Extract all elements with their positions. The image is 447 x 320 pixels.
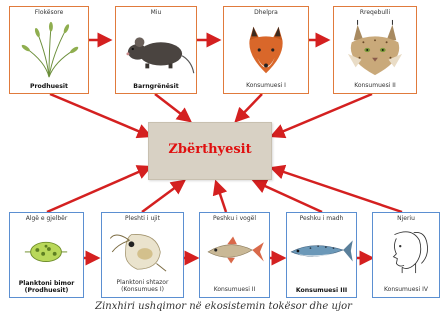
card-lynx: Rreqebulli Konsumuesi II (333, 6, 417, 94)
arrow-lynx-to-decomposers (272, 94, 372, 136)
arrow-smallfish-to-decomposers (216, 182, 226, 212)
card-small-fish: Peshku i vogël Konsumuesi II (199, 212, 270, 298)
mouse-icon (116, 19, 196, 79)
card-alga-bottom-line-1: Planktoni bimor (10, 280, 83, 287)
arrow-mouse-to-decomposers (155, 94, 190, 121)
small-fish-icon (200, 225, 269, 275)
big-fish-icon (287, 225, 356, 275)
card-alga-bottom-label: Planktoni bimor (Prodhuesit) (10, 280, 83, 294)
card-small-fish-bottom-line-1: Konsumuesi II (200, 287, 269, 294)
card-lynx-top-label: Rreqebulli (334, 10, 416, 17)
card-big-fish: Peshku i madh Konsumuesi III (286, 212, 357, 298)
fox-icon (224, 19, 308, 79)
arrow-fox-to-decomposers (236, 94, 262, 121)
card-human: Njeriu Konsumuesi IV (372, 212, 440, 298)
arrow-flea-to-decomposers (142, 181, 184, 212)
card-grass: Flokësore Prodhuesit (9, 6, 89, 94)
card-water-flea-bottom-label: Planktoni shtazor (Konsumues I) (102, 280, 183, 294)
water-flea-icon (102, 225, 183, 275)
card-big-fish-bottom-label: Konsumuesi III (287, 287, 356, 294)
green-alga-icon (10, 225, 83, 275)
card-fox: Dhelpra Konsumuesi I (223, 6, 309, 94)
decomposers-box: Zbërthyesit (148, 122, 272, 180)
card-alga-bottom-line-2: (Prodhuesit) (10, 287, 83, 294)
card-alga: Algë e gjelbër Planktoni bimor (Prodhues… (9, 212, 84, 298)
lynx-icon (334, 19, 416, 79)
card-big-fish-top-label: Peshku i madh (287, 216, 356, 223)
card-water-flea-top-label: Pleshti i ujit (102, 216, 183, 223)
arrow-human-to-decomposers (272, 168, 402, 212)
card-big-fish-bottom-line-1: Konsumuesi III (287, 287, 356, 294)
card-human-bottom-label: Konsumuesi IV (373, 287, 439, 294)
card-lynx-bottom-label: Konsumuesi II (334, 83, 416, 90)
card-human-bottom-line-1: Konsumuesi IV (373, 287, 439, 294)
arrow-grass-to-decomposers (50, 94, 150, 136)
figure-caption: Zinxhiri ushqimor në ekosistemin tokësor… (0, 301, 447, 312)
card-small-fish-top-label: Peshku i vogël (200, 216, 269, 223)
card-fox-bottom-label: Konsumuesi I (224, 83, 308, 90)
card-mouse-bottom-label: Barngrënësit (116, 83, 196, 90)
arrow-alga-to-decomposers (47, 167, 150, 212)
card-grass-bottom-label: Prodhuesit (10, 83, 88, 90)
card-mouse: Miu Barngrënësit (115, 6, 197, 94)
card-small-fish-bottom-label: Konsumuesi II (200, 287, 269, 294)
card-alga-top-label: Algë e gjelbër (10, 216, 83, 223)
card-water-flea-bottom-line-2: (Konsumues I) (102, 287, 183, 294)
card-human-top-label: Njeriu (373, 216, 439, 223)
arrow-bigfish-to-decomposers (254, 181, 322, 212)
card-fox-top-label: Dhelpra (224, 10, 308, 17)
card-mouse-top-label: Miu (116, 10, 196, 17)
decomposers-label: Zbërthyesit (149, 142, 271, 157)
card-water-flea: Pleshti i ujit Planktoni shtazor (Konsum… (101, 212, 184, 298)
card-grass-top-label: Flokësore (10, 10, 88, 17)
grass-plant-icon (10, 19, 88, 79)
human-head-sketch-icon (373, 225, 439, 275)
